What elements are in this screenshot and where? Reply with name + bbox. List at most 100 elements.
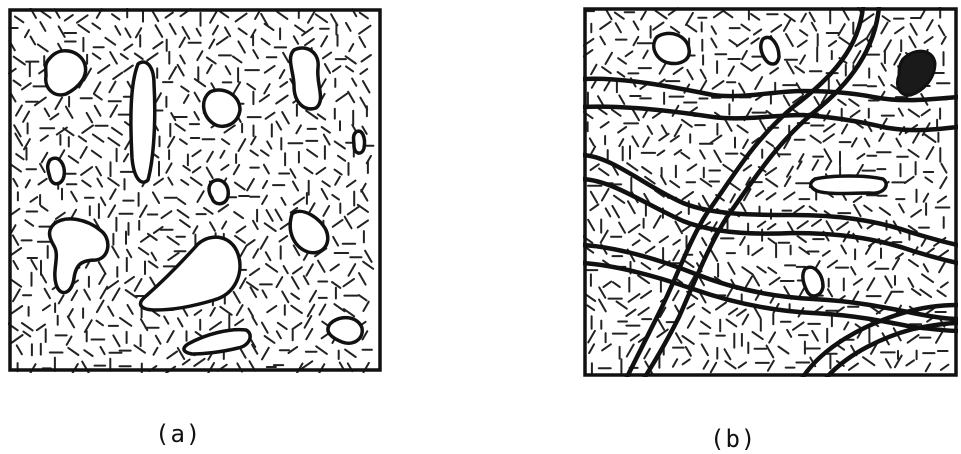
texture-dash xyxy=(800,55,805,63)
texture-dash xyxy=(702,344,708,355)
texture-dash xyxy=(125,277,134,283)
texture-dash xyxy=(280,70,285,78)
texture-dash xyxy=(840,37,850,44)
texture-dash xyxy=(112,14,119,19)
texture-dash xyxy=(661,176,666,184)
texture-dash xyxy=(66,107,73,118)
texture-dash xyxy=(234,165,239,174)
texture-dash xyxy=(55,98,62,110)
texture-dash xyxy=(587,305,594,310)
texture-dash xyxy=(31,37,36,45)
texture-dash xyxy=(247,84,255,90)
texture-dash xyxy=(626,51,633,56)
pore xyxy=(204,90,240,126)
texture-dash xyxy=(879,77,884,86)
texture-dash xyxy=(237,305,243,315)
texture-dash xyxy=(899,204,904,212)
texture-dash xyxy=(181,180,188,185)
texture-dash xyxy=(166,163,171,172)
texture-dash xyxy=(284,266,288,273)
texture-dash xyxy=(335,177,340,185)
texture-dash xyxy=(682,120,692,127)
texture-dash xyxy=(670,181,679,187)
texture-dash xyxy=(725,361,735,368)
texture-dash xyxy=(207,58,216,64)
texture-dash xyxy=(926,363,931,371)
texture-dash xyxy=(360,69,367,74)
texture-dash xyxy=(99,274,105,284)
texture-dash xyxy=(927,20,933,30)
texture-dash xyxy=(795,67,804,73)
texture-dash xyxy=(642,263,651,269)
texture-dash xyxy=(741,25,749,31)
texture-dash xyxy=(784,96,790,106)
texture-dash xyxy=(251,137,255,145)
texture-dash xyxy=(167,352,177,359)
texture-dash xyxy=(15,16,24,22)
texture-dash xyxy=(838,24,844,35)
pore xyxy=(654,33,689,63)
texture-dash xyxy=(324,135,330,145)
texture-dash xyxy=(220,12,228,18)
texture-dash xyxy=(152,253,157,261)
texture-dash xyxy=(14,57,25,65)
texture-dash xyxy=(600,22,610,29)
texture-dash xyxy=(937,291,945,297)
texture-dash xyxy=(770,278,780,285)
texture-dash xyxy=(922,110,930,116)
texture-dash xyxy=(316,346,327,354)
texture-dash xyxy=(306,111,317,119)
texture-dash xyxy=(296,125,301,133)
texture-dash xyxy=(113,73,122,79)
texture-dash xyxy=(13,179,17,186)
texture-dash xyxy=(613,282,620,287)
texture-dash xyxy=(65,15,73,21)
texture-dash xyxy=(632,136,638,146)
texture-dash xyxy=(908,278,913,287)
texture-dash xyxy=(798,221,808,228)
texture-dash xyxy=(108,307,113,316)
texture-dash xyxy=(87,113,93,123)
texture-dash xyxy=(606,10,612,20)
texture-dash xyxy=(156,336,161,344)
texture-dash xyxy=(207,152,213,162)
texture-dash xyxy=(276,210,282,221)
texture-dash xyxy=(292,277,299,289)
texture-dash xyxy=(920,290,931,298)
pore xyxy=(290,211,328,252)
texture-dash xyxy=(346,66,353,71)
texture-dash xyxy=(84,350,92,356)
texture-dash xyxy=(265,223,276,231)
texture-dash xyxy=(629,294,640,302)
texture-dash xyxy=(741,203,746,211)
texture-dash xyxy=(82,125,93,132)
texture-dash xyxy=(193,226,197,233)
texture-dash xyxy=(345,350,356,357)
texture-dash xyxy=(207,65,212,73)
texture-dash xyxy=(252,317,257,325)
texture-dash xyxy=(851,267,855,274)
texture-dash xyxy=(71,192,77,202)
texture-dash xyxy=(128,305,133,314)
texture-dash xyxy=(590,138,594,145)
texture-dash xyxy=(261,237,268,249)
texture-dash xyxy=(82,181,90,187)
texture-dash xyxy=(26,180,30,187)
texture-dash xyxy=(194,112,199,120)
texture-dash xyxy=(107,281,118,289)
fracture-channel xyxy=(583,263,958,331)
texture-dash xyxy=(180,56,185,64)
texture-dash xyxy=(800,287,805,296)
texture-dash xyxy=(662,125,667,134)
texture-dash xyxy=(682,336,693,344)
texture-dash xyxy=(278,323,287,329)
texture-dash xyxy=(260,95,269,102)
texture-dash xyxy=(124,45,132,51)
texture-dash xyxy=(854,197,862,202)
texture-dash xyxy=(176,124,185,131)
texture-dash xyxy=(94,94,102,100)
texture-dash xyxy=(744,165,752,170)
texture-dash xyxy=(787,330,791,337)
pore xyxy=(803,267,823,296)
texture-dash xyxy=(687,70,692,79)
